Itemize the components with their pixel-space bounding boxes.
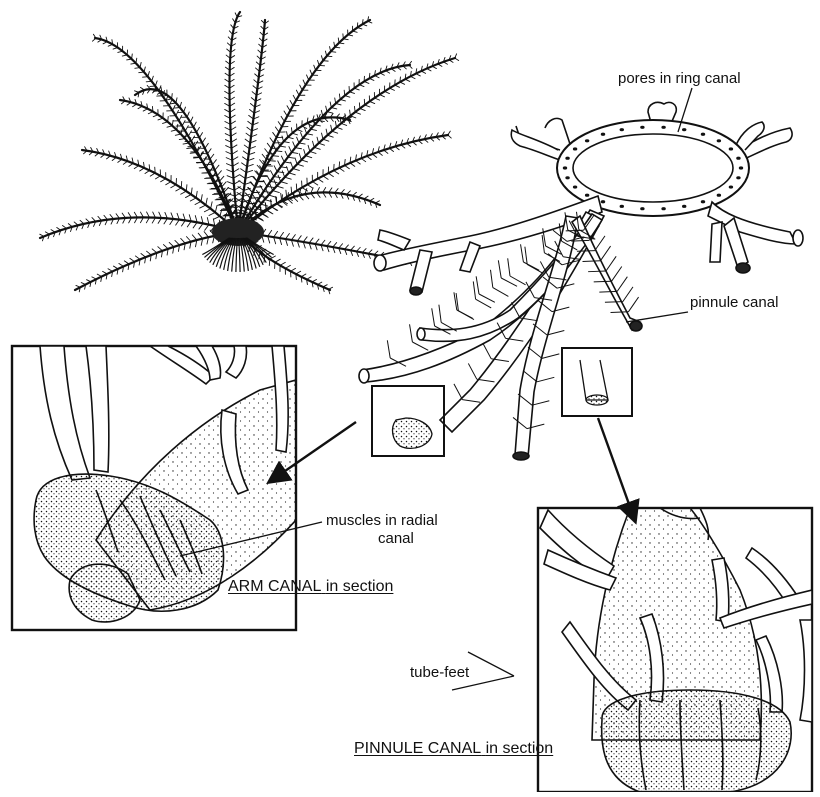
ring-canal: [511, 102, 803, 273]
arm-canal-suffix: in section: [326, 578, 394, 595]
arm-canal-caption: ARM CANAL in section: [228, 578, 393, 595]
arm-canal-title: ARM CANAL: [228, 578, 321, 595]
muscles-label-line1: muscles in radial: [326, 512, 438, 529]
pinnule-canal-leader: [626, 312, 688, 322]
pinnule-section-arrow: [598, 418, 634, 518]
arm-inset-canal: [393, 418, 432, 448]
pinnule-inset-canal: [580, 360, 608, 400]
pinnule-canal-title: PINNULE CANAL: [354, 740, 481, 757]
pores-in-ring-canal-label: pores in ring canal: [618, 70, 741, 87]
pinnule-canal-caption: PINNULE CANAL in section: [354, 740, 553, 757]
crinoid-body: [212, 218, 264, 246]
pinnule-canal-section: [538, 508, 812, 792]
pinnule-canal-label: pinnule canal: [690, 294, 778, 311]
pinnule-canal-suffix: in section: [486, 740, 554, 757]
muscles-label-line2: canal: [378, 530, 414, 547]
tube-feet-label: tube-feet: [410, 664, 469, 681]
